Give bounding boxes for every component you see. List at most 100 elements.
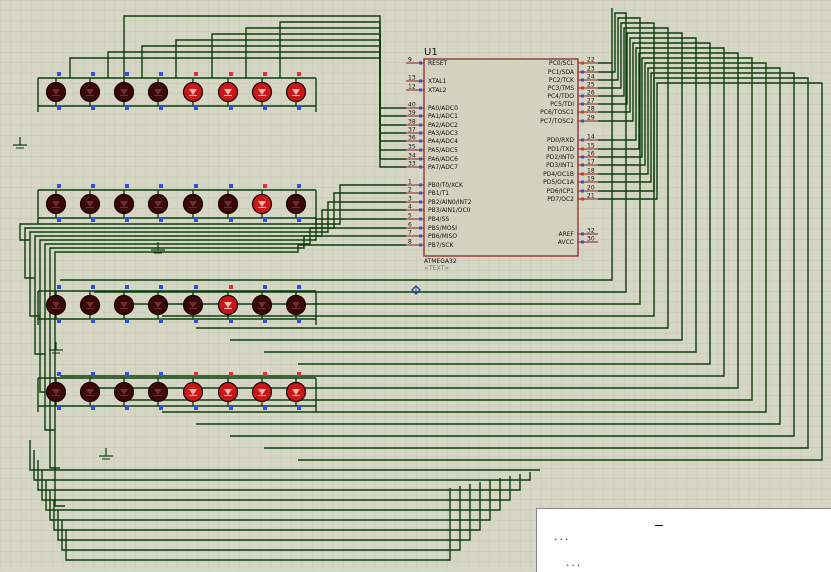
led-on[interactable] — [182, 72, 204, 110]
led-off[interactable] — [285, 285, 307, 323]
led-off[interactable] — [113, 285, 135, 323]
led-off[interactable] — [285, 184, 307, 222]
led-off[interactable] — [113, 372, 135, 410]
pin-label: RESET — [428, 60, 448, 67]
led-off[interactable] — [147, 72, 169, 110]
pin-state-marker — [581, 86, 584, 90]
popup-panel: ... ... — [536, 508, 831, 572]
led-off[interactable] — [45, 184, 67, 222]
led-on[interactable] — [251, 72, 273, 110]
led-on[interactable] — [285, 372, 307, 410]
led-cathode-marker — [297, 106, 301, 110]
led-off[interactable] — [79, 184, 101, 222]
led-on[interactable] — [217, 372, 239, 410]
wire — [45, 478, 501, 511]
led-on[interactable] — [251, 372, 273, 410]
led-on[interactable] — [217, 285, 239, 323]
pin-state-marker — [581, 61, 584, 65]
led-off[interactable] — [45, 72, 67, 110]
led-off[interactable] — [147, 372, 169, 410]
led-off[interactable] — [147, 184, 169, 222]
led-on[interactable] — [285, 72, 307, 110]
diode-symbol — [86, 302, 94, 308]
led-anode-marker — [194, 72, 198, 76]
led-on[interactable] — [182, 372, 204, 410]
led-off[interactable] — [251, 285, 273, 323]
led-off[interactable] — [79, 285, 101, 323]
pin-label: PB5/MOSI — [428, 225, 457, 232]
led-off[interactable] — [217, 184, 239, 222]
led-off[interactable] — [45, 285, 67, 323]
led-off[interactable] — [113, 184, 135, 222]
led-cathode-marker — [297, 406, 301, 410]
led-off[interactable] — [113, 72, 135, 110]
led-off[interactable] — [45, 372, 67, 410]
pin-label: XTAL1 — [428, 78, 447, 85]
led-off[interactable] — [147, 285, 169, 323]
led-anode-marker — [263, 184, 267, 188]
led-off[interactable] — [79, 72, 101, 110]
led-on[interactable] — [251, 184, 273, 222]
pin-number: 23 — [587, 66, 595, 73]
ground-icon — [49, 342, 63, 354]
led-cathode-marker — [263, 319, 267, 323]
wire — [29, 440, 540, 471]
chip-body[interactable] — [423, 58, 579, 257]
led-off[interactable] — [182, 285, 204, 323]
led-on[interactable] — [217, 72, 239, 110]
wire — [57, 484, 471, 541]
diode-symbol — [154, 89, 162, 95]
wire — [60, 47, 725, 377]
led-cathode-marker — [297, 319, 301, 323]
wire — [33, 450, 531, 481]
pin-number: 33 — [408, 161, 416, 168]
led-off[interactable] — [79, 372, 101, 410]
wire — [196, 27, 669, 329]
pin-state-marker — [419, 131, 422, 135]
voltage-probe-icon[interactable] — [411, 285, 421, 295]
led-off[interactable] — [182, 184, 204, 222]
pin-number: 38 — [408, 119, 416, 126]
led-anode-marker — [263, 372, 267, 376]
